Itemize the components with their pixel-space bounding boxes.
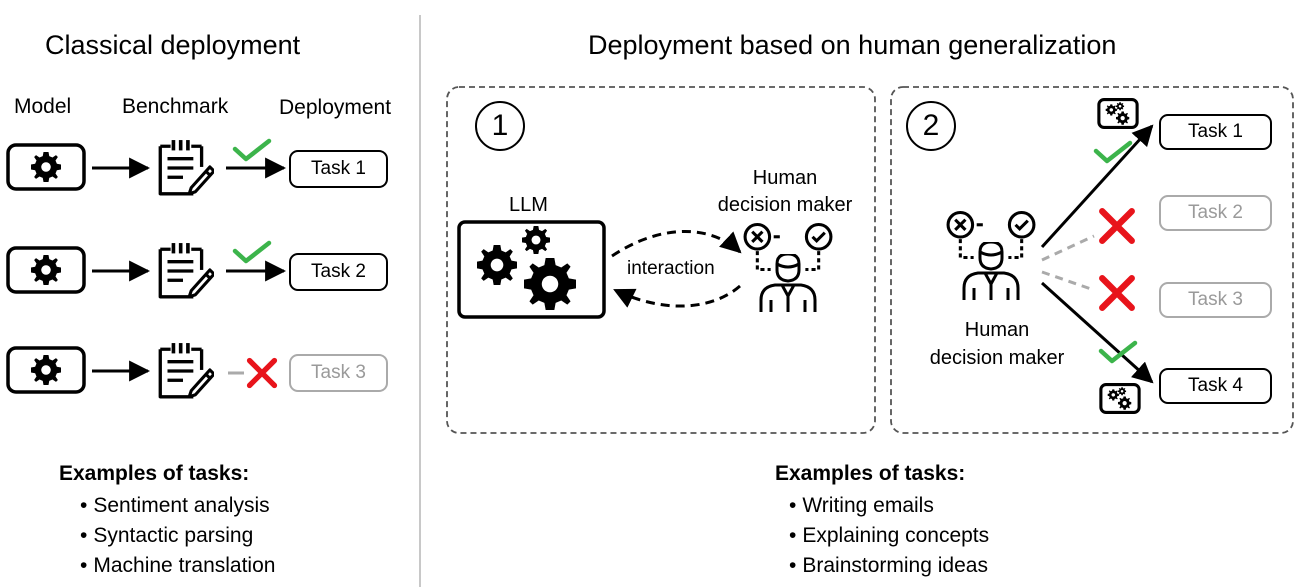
person-icon	[962, 242, 1020, 302]
decision-icon	[946, 210, 1036, 260]
human-label-line-1: Human	[752, 167, 818, 189]
model-box	[6, 346, 86, 394]
panel-2-border	[890, 86, 1294, 434]
dashed-to-task-3	[1041, 270, 1095, 292]
cross-icon	[250, 361, 275, 386]
list-item: Explaining concepts	[789, 521, 989, 551]
decision-icon	[743, 222, 833, 272]
panel-1-human-label: Human decision maker	[700, 165, 870, 219]
generalization-task-4: Task 4	[1159, 368, 1272, 404]
arrow-to-task-1	[1040, 124, 1154, 249]
list-item: Brainstorming ideas	[789, 551, 989, 581]
panel-2-human-label: Human decision maker	[912, 316, 1082, 372]
clipboard-icon	[158, 241, 214, 299]
cross-icon	[1102, 211, 1132, 241]
benchmark-column-header: Benchmark	[122, 95, 229, 118]
person-icon	[759, 254, 817, 314]
human-label-line-2: decision maker	[717, 194, 853, 216]
panel-1-number: 1	[475, 101, 525, 151]
right-examples-title: Examples of tasks:	[775, 462, 966, 485]
gear-chip-icon	[1099, 100, 1137, 128]
classical-row-1	[6, 138, 287, 196]
human-generalization-title: Deployment based on human generalization	[588, 30, 1117, 60]
model-column-header: Model	[14, 95, 72, 118]
right-examples-list: Writing emails Explaining concepts Brain…	[789, 491, 989, 581]
classical-row-3	[6, 341, 275, 399]
list-item: Writing emails	[789, 491, 989, 521]
classical-task-2: Task 2	[289, 253, 388, 291]
generalization-task-1: Task 1	[1159, 114, 1272, 150]
deployment-column-header: Deployment	[279, 96, 392, 119]
clipboard-icon	[158, 138, 214, 196]
generalization-task-2: Task 2	[1159, 195, 1272, 231]
model-box	[6, 143, 86, 191]
check-icon	[235, 141, 269, 159]
interaction-arrow-bottom	[613, 284, 741, 308]
classical-row-2	[6, 241, 287, 299]
check-icon	[1096, 143, 1130, 161]
interaction-label: interaction	[624, 258, 718, 280]
left-examples-list: Sentiment analysis Syntactic parsing Mac…	[80, 491, 275, 581]
clipboard-icon	[158, 341, 214, 399]
gear-chip-icon	[1101, 385, 1139, 413]
panel-2-number: 2	[906, 101, 956, 151]
llm-label: LLM	[509, 194, 548, 216]
generalization-task-3: Task 3	[1159, 282, 1272, 318]
interaction-arrow-top	[611, 230, 742, 258]
arrow-to-task-4	[1040, 281, 1154, 384]
section-divider	[419, 15, 421, 587]
check-icon	[235, 243, 269, 261]
list-item: Syntactic parsing	[80, 521, 275, 551]
classical-task-1: Task 1	[289, 150, 388, 188]
classical-deployment-title: Classical deployment	[45, 30, 301, 60]
left-examples-title: Examples of tasks:	[59, 462, 250, 485]
classical-task-3: Task 3	[289, 354, 388, 392]
model-box	[6, 246, 86, 294]
human-label-line-1: Human	[964, 319, 1030, 341]
cross-icon	[1102, 278, 1132, 308]
panel-1-border	[446, 86, 876, 434]
list-item: Sentiment analysis	[80, 491, 275, 521]
list-item: Machine translation	[80, 551, 275, 581]
dashed-to-task-2	[1041, 234, 1095, 262]
human-label-line-2: decision maker	[929, 347, 1065, 369]
